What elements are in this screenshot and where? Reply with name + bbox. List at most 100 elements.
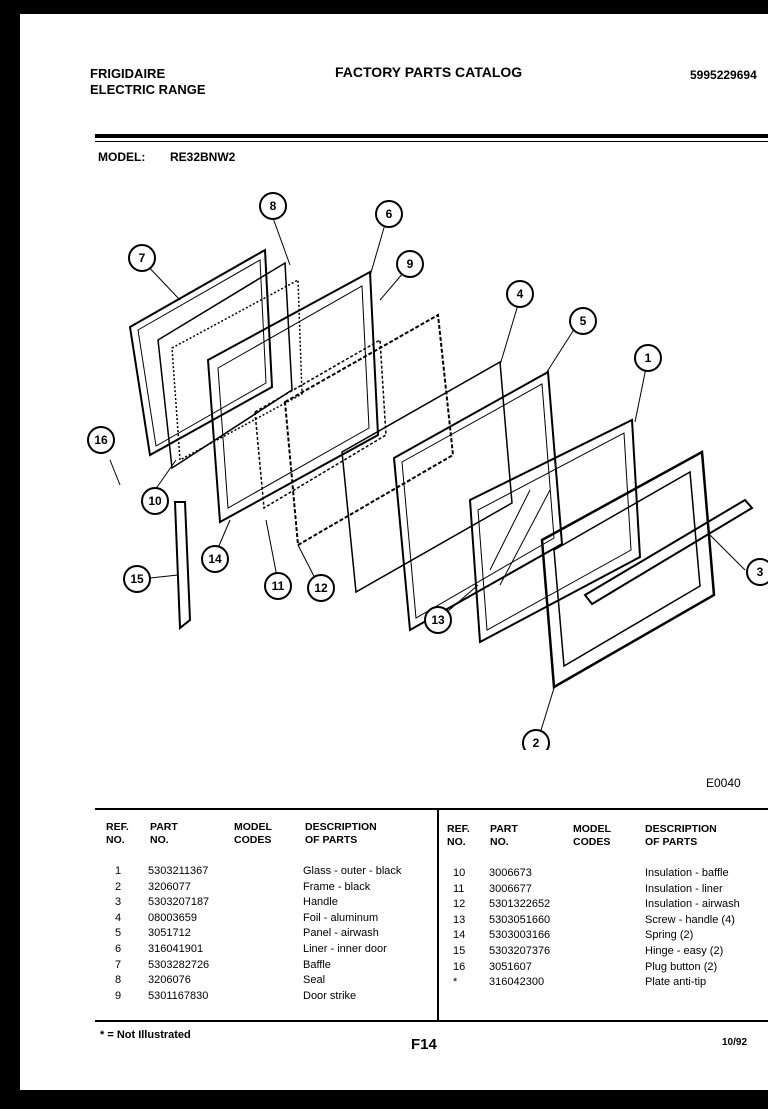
svg-text:16: 16 xyxy=(94,433,108,447)
part-handle xyxy=(583,498,754,606)
table-cell: 2 xyxy=(115,880,122,893)
table-cell: Insulation - liner xyxy=(645,882,723,895)
parts-table xyxy=(95,808,768,1022)
left-ref-column: 1 2 3 4 5 6 7 8 9 xyxy=(115,864,121,1004)
table-cell: 08003659 xyxy=(148,911,197,924)
part-seal xyxy=(157,261,293,470)
table-cell: 5303207187 xyxy=(148,896,210,909)
table-cell: 3006677 xyxy=(489,882,532,895)
callout-16: 16 xyxy=(87,426,115,454)
table-cell: 5303051660 xyxy=(489,913,551,926)
scan-border-left xyxy=(0,0,20,1109)
col-header-ref: REF. NO. xyxy=(106,821,129,846)
part-liner xyxy=(206,270,380,524)
not-illustrated-note: * = Not Illustrated xyxy=(100,1029,191,1041)
callout-1: 1 xyxy=(634,344,662,372)
table-cell: 5 xyxy=(115,927,122,940)
part-insulation-airwash xyxy=(283,313,455,547)
part-foil xyxy=(341,360,513,594)
scan-border-bottom xyxy=(0,1090,768,1109)
col-header-desc: DESCRIPTION OF PARTS xyxy=(305,821,377,846)
table-cell: Hinge - easy (2) xyxy=(645,944,724,957)
table-cell: 5303282726 xyxy=(148,958,210,971)
table-cell: Door strike xyxy=(303,989,357,1002)
table-cell: Seal xyxy=(303,974,326,987)
table-cell: * xyxy=(453,976,458,989)
svg-text:3: 3 xyxy=(757,565,764,579)
callout-3: 3 xyxy=(746,558,768,586)
callout-4: 4 xyxy=(506,280,534,308)
svg-text:7: 7 xyxy=(139,251,146,265)
callout-7: 7 xyxy=(128,244,156,272)
svg-text:5: 5 xyxy=(580,314,587,328)
table-cell: Screw - handle (4) xyxy=(645,913,735,926)
svg-text:6: 6 xyxy=(386,207,393,221)
callout-5: 5 xyxy=(569,307,597,335)
table-cell: 11 xyxy=(453,882,465,895)
left-desc-column: Glass - outer - black Frame - black Hand… xyxy=(303,864,401,1004)
table-cell: 14 xyxy=(453,929,466,942)
table-cell: 316042300 xyxy=(489,976,545,989)
product-name: ELECTRIC RANGE xyxy=(90,82,206,97)
document-number: 5995229694 xyxy=(690,68,757,82)
callout-11: 11 xyxy=(264,572,292,600)
table-cell: 8 xyxy=(115,974,122,987)
part-frame xyxy=(540,449,716,690)
model-label: MODEL: xyxy=(98,150,146,164)
table-cell: Handle xyxy=(303,896,338,909)
table-cell: 3006673 xyxy=(489,867,532,879)
figure-code: E0040 xyxy=(706,776,741,790)
table-cell: 9 xyxy=(115,989,122,1002)
table-cell: 16 xyxy=(453,960,466,973)
callout-6: 6 xyxy=(375,200,403,228)
callout-8: 8 xyxy=(259,192,287,220)
part-baffle xyxy=(128,248,274,457)
table-cell: Insulation - airwash xyxy=(645,898,740,911)
right-desc-column: Insulation - baffle Insulation - liner I… xyxy=(645,866,740,991)
table-cell: 5301167830 xyxy=(148,989,209,1002)
table-cell: 3206076 xyxy=(148,974,191,987)
brand-block: FRIGIDAIRE ELECTRIC RANGE xyxy=(90,66,206,98)
right-part-column: 3006673 3006677 5301322652 5303051660 53… xyxy=(489,866,550,991)
table-cell: 3051712 xyxy=(148,927,191,940)
table-cell: 4 xyxy=(115,911,122,924)
page-number: F14 xyxy=(411,1036,437,1053)
table-cell: 3 xyxy=(115,896,122,909)
table-cell: Insulation - baffle xyxy=(645,867,729,879)
table-cell: 10 xyxy=(453,867,466,879)
table-cell: Baffle xyxy=(303,958,331,971)
svg-text:15: 15 xyxy=(130,572,144,586)
callout-10: 10 xyxy=(141,487,169,515)
header-rule xyxy=(95,134,768,138)
col-header-model: MODEL CODES xyxy=(234,821,272,846)
table-cell: 5301322652 xyxy=(489,898,551,911)
callout-9: 9 xyxy=(396,250,424,278)
svg-text:11: 11 xyxy=(272,579,285,593)
model-number: RE32BNW2 xyxy=(170,150,236,164)
table-cell: Liner - inner door xyxy=(303,942,387,955)
revision-date: 10/92 xyxy=(722,1037,748,1048)
left-part-column: 5303211367 3206077 5303207187 08003659 3… xyxy=(148,864,209,1004)
table-cell: 7 xyxy=(115,958,122,971)
right-ref-column: 10 11 12 13 14 15 16 * xyxy=(453,866,465,991)
col-header-ref-right: REF. NO. xyxy=(447,823,470,848)
svg-text:2: 2 xyxy=(533,736,540,750)
svg-text:9: 9 xyxy=(407,257,414,271)
svg-text:8: 8 xyxy=(270,199,277,213)
table-cell: Plate anti-tip xyxy=(645,976,707,989)
callout-13: 13 xyxy=(424,606,452,634)
table-cell: 15 xyxy=(453,944,466,957)
table-cell: Plug button (2) xyxy=(645,960,718,973)
svg-text:13: 13 xyxy=(431,613,445,627)
part-panel-airwash xyxy=(392,370,564,632)
table-cell: 13 xyxy=(453,913,466,926)
callout-12: 12 xyxy=(307,574,335,602)
callout-14: 14 xyxy=(201,545,229,573)
part-insulation-liner xyxy=(254,338,387,510)
table-cell: 3206077 xyxy=(148,880,191,893)
part-insulation-baffle xyxy=(171,278,303,462)
table-cell: 3051607 xyxy=(489,960,532,973)
svg-text:10: 10 xyxy=(148,494,162,508)
table-cell: Spring (2) xyxy=(645,929,694,942)
table-cell: 1 xyxy=(115,865,122,877)
